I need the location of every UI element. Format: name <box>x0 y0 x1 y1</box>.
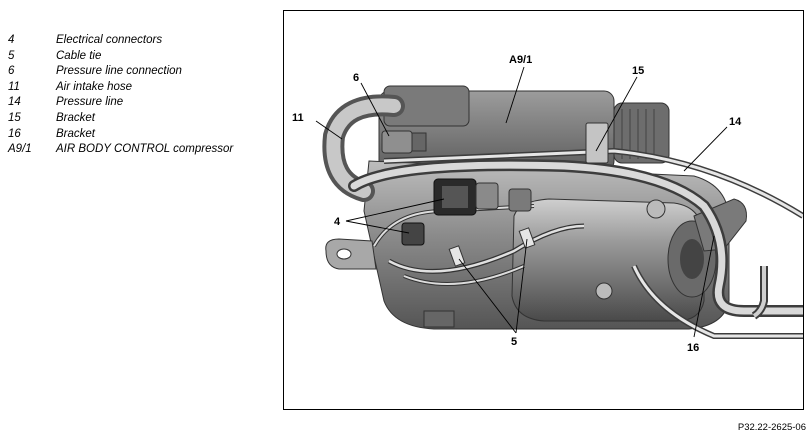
callout-11: 11 <box>292 112 304 124</box>
legend-description: Bracket <box>56 111 95 124</box>
legend-number: 4 <box>8 34 15 46</box>
legend-description: Air intake hose <box>56 80 133 93</box>
figure-id: P32.22-2625-06 <box>737 422 806 433</box>
callout-a91: A9/1 <box>509 54 532 66</box>
legend-number: 16 <box>8 127 21 140</box>
leader-line-15 <box>595 76 638 152</box>
electrical-connector <box>401 178 532 246</box>
leader-line-a91 <box>505 66 525 124</box>
leader-lines <box>315 66 728 338</box>
legend-item: 4 Electrical connectors <box>8 33 233 49</box>
legend-number: 14 <box>8 96 21 109</box>
leader-line-6 <box>360 82 390 137</box>
legend-item: A9/1 AIR BODY CONTROL compressor <box>8 142 233 158</box>
callout-5: 5 <box>511 336 517 348</box>
legend-description: Pressure line <box>56 96 124 109</box>
legend-item: 5 Cable tie <box>8 49 233 65</box>
legend-description: AIR BODY CONTROL compressor <box>56 143 234 156</box>
callout-15: 15 <box>632 65 644 77</box>
legend-description: Cable tie <box>56 49 102 62</box>
callout-4: 4 <box>334 216 341 228</box>
air-intake-hose <box>322 94 405 202</box>
leader-line-5b <box>515 238 528 334</box>
legend-item: 15 Bracket <box>8 111 233 127</box>
legend-item: 16 Bracket <box>8 127 233 143</box>
callout-6: 6 <box>353 72 359 84</box>
compressor-illustration: 6 11 A9/1 15 14 4 5 16 <box>283 10 804 410</box>
compressor-top-housing <box>378 85 670 172</box>
mounting-bracket <box>325 238 377 270</box>
legend-description: Pressure line connection <box>56 65 182 78</box>
legend-item: 14 Pressure line <box>8 95 233 111</box>
legend-description: Electrical connectors <box>56 34 163 46</box>
legend-number: 15 <box>8 111 21 124</box>
legend-item: 6 Pressure line connection <box>8 64 233 80</box>
compressor-drawing: 6 11 A9/1 15 14 4 5 16 <box>292 54 803 354</box>
leader-line-4a <box>345 198 445 222</box>
legend-item: 11 Air intake hose <box>8 80 233 96</box>
callout-14: 14 <box>729 116 742 128</box>
legend-number: 5 <box>8 49 15 62</box>
wiring-harness <box>372 204 585 286</box>
legend-number: A9/1 <box>8 143 32 156</box>
callout-16: 16 <box>687 342 699 354</box>
leader-line-14 <box>683 126 728 172</box>
legend-description: Bracket <box>56 127 95 140</box>
pressure-line-connection <box>381 130 427 154</box>
legend-number: 11 <box>8 80 20 93</box>
leader-line-16 <box>693 235 715 338</box>
leader-line-11 <box>315 120 343 140</box>
leader-line-4b <box>345 220 410 234</box>
legend-number: 6 <box>8 65 15 78</box>
bracket-15 <box>585 122 609 164</box>
pressure-line <box>348 147 803 339</box>
leader-line-5a <box>458 258 517 334</box>
